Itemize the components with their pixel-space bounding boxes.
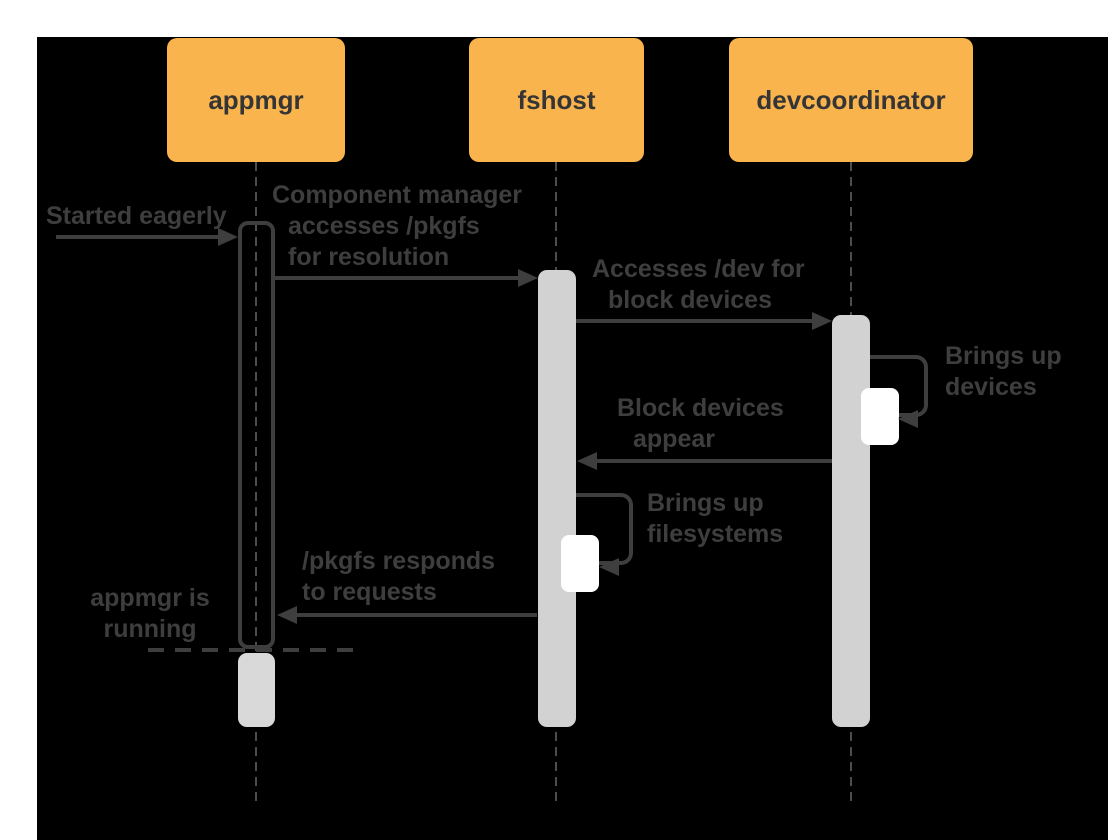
appmgr-running-marker-line (148, 648, 356, 652)
arrow-started-eagerly-head (218, 228, 238, 246)
arrow-started-eagerly-line (56, 235, 218, 239)
activation-appmgr (238, 221, 275, 649)
actor-label-fshost: fshost (517, 84, 596, 115)
arrow-pkgfs-responds-head (277, 606, 297, 624)
arrow-block-devices-line (597, 459, 832, 463)
actor-label-appmgr: appmgr (208, 84, 304, 115)
arrow-block-devices-head (577, 452, 597, 470)
label-brings-up-filesystems: Brings up filesystems (647, 489, 784, 548)
nested-activation-devcoordinator (861, 388, 899, 445)
arrow-pkgfs-responds-line (297, 613, 537, 617)
actor-box-appmgr: appmgr (167, 38, 345, 162)
arrow-component-manager-head (518, 269, 538, 287)
label-brings-up-devices: Brings up devices (945, 342, 1062, 401)
arrow-accesses-dev-head (812, 312, 832, 330)
label-pkgfs-responds: /pkgfs responds to requests (302, 547, 496, 606)
nested-activation-fshost (561, 535, 599, 592)
label-component-manager: Component manager accesses /pkgfs for re… (272, 181, 523, 271)
activation-appmgr-running (238, 653, 275, 727)
label-accesses-dev: Accesses /dev for block devices (592, 255, 805, 314)
label-appmgr-running: appmgr is running (90, 584, 210, 643)
self-loop-devcoordinator-head (898, 410, 918, 428)
actor-label-devcoordinator: devcoordinator (756, 84, 946, 115)
arrow-accesses-dev-line (576, 319, 812, 323)
activation-fshost (538, 270, 576, 727)
lifeline-appmgr (255, 162, 257, 802)
arrow-component-manager-line (275, 276, 518, 280)
actor-box-fshost: fshost (469, 38, 644, 162)
actor-box-devcoordinator: devcoordinator (729, 38, 973, 162)
label-started-eagerly: Started eagerly (46, 202, 227, 230)
label-block-devices-appear: Block devices appear (617, 394, 784, 453)
activation-devcoordinator (832, 315, 870, 727)
self-loop-fshost-head (599, 558, 619, 576)
